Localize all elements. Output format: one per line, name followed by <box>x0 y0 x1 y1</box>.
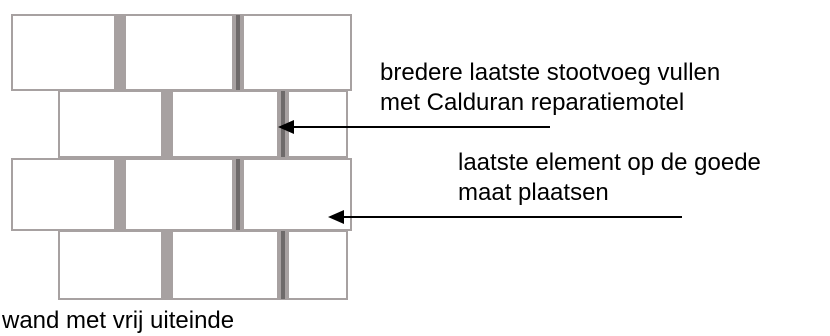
brick-r4-3 <box>289 232 346 298</box>
wide-head-joint-r1 <box>236 15 240 90</box>
brick-r1-2 <box>126 16 232 89</box>
wide-joint-annotation: bredere laatste stootvoeg vullen met Cal… <box>380 58 720 118</box>
wall-caption: wand met vrij uiteinde <box>2 307 235 334</box>
brick-r4-2 <box>173 232 277 298</box>
wide-head-joint-r4 <box>281 231 285 299</box>
wide-head-joint-r2 <box>281 91 285 157</box>
wide-joint-annotation-line-2: met Calduran reparatiemotel <box>380 89 685 116</box>
brick-r2-2 <box>173 92 277 156</box>
arrowhead-wide-joint <box>278 120 294 134</box>
brick-r2-1 <box>60 92 161 156</box>
brick-wall <box>11 14 352 300</box>
brick-r1-3 <box>244 16 350 89</box>
brick-r3-1 <box>13 160 114 229</box>
brick-r2-3 <box>289 92 346 156</box>
last-element-annotation: laatste element op de goede maat plaatse… <box>458 148 761 208</box>
brick-r4-1 <box>60 232 161 298</box>
last-element-annotation-line-2: maat plaatsen <box>458 179 609 206</box>
arrowhead-last-element <box>328 210 344 224</box>
wide-joint-annotation-line-1: bredere laatste stootvoeg vullen <box>380 59 721 86</box>
brick-r3-2 <box>126 160 232 229</box>
annotation-arrows <box>278 120 682 224</box>
wide-head-joint-r3 <box>236 159 240 230</box>
last-element-annotation-line-1: laatste element op de goede <box>458 149 761 176</box>
brick-r1-1 <box>13 16 114 89</box>
